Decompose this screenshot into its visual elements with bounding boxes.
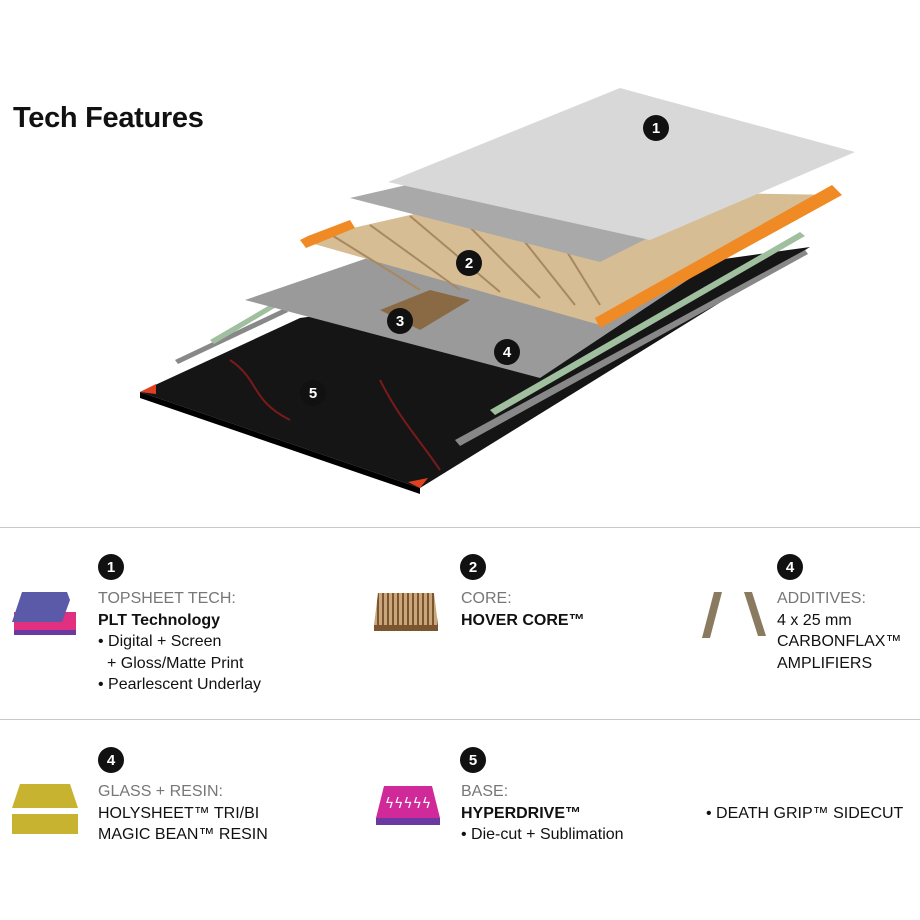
base-icon: ϟϟϟϟϟ — [376, 786, 440, 825]
feature-marker: 4 — [98, 747, 124, 773]
lightning-icon: ϟϟϟϟϟ — [385, 796, 431, 812]
orange-sidewall — [300, 220, 355, 248]
divider — [0, 719, 920, 720]
diagram-marker-2: 2 — [456, 250, 482, 276]
wood-core-icon — [374, 593, 438, 631]
feature-additives: ADDITIVES: 4 x 25 mm CARBONFLAX™ AMPLIFI… — [777, 590, 902, 672]
feature-topsheet: TOPSHEET TECH: PLT Technology • Digital … — [98, 590, 262, 693]
sidewall-strip — [175, 308, 288, 364]
diagram-marker-5: 5 — [300, 380, 326, 406]
diagram-marker-1: 1 — [643, 115, 669, 141]
feature-core: CORE: HOVER CORE™ — [461, 590, 585, 629]
feature-base: BASE: HYPERDRIVE™ • Die-cut + Sublimatio… — [461, 783, 624, 843]
diagram-marker-4: 4 — [494, 339, 520, 365]
topsheet-icon — [12, 592, 76, 635]
feature-marker: 2 — [460, 554, 486, 580]
sidewall-strip — [455, 250, 808, 446]
page-title: Tech Features — [13, 102, 204, 134]
feature-glass-resin: GLASS + RESIN: HOLYSHEET™ TRI/BI MAGIC B… — [98, 783, 268, 843]
topsheet-layer — [388, 88, 855, 240]
carbonflax-strips-icon — [702, 592, 766, 638]
diagram-marker-3: 3 — [387, 308, 413, 334]
feature-marker: 5 — [460, 747, 486, 773]
feature-marker: 1 — [98, 554, 124, 580]
exploded-board-diagram — [140, 88, 855, 494]
divider — [0, 527, 920, 528]
glass-layers-icon — [12, 784, 78, 834]
orange-sidewall — [595, 185, 842, 328]
feature-marker: 4 — [777, 554, 803, 580]
feature-sidecut: • DEATH GRIP™ SIDECUT — [706, 805, 904, 822]
